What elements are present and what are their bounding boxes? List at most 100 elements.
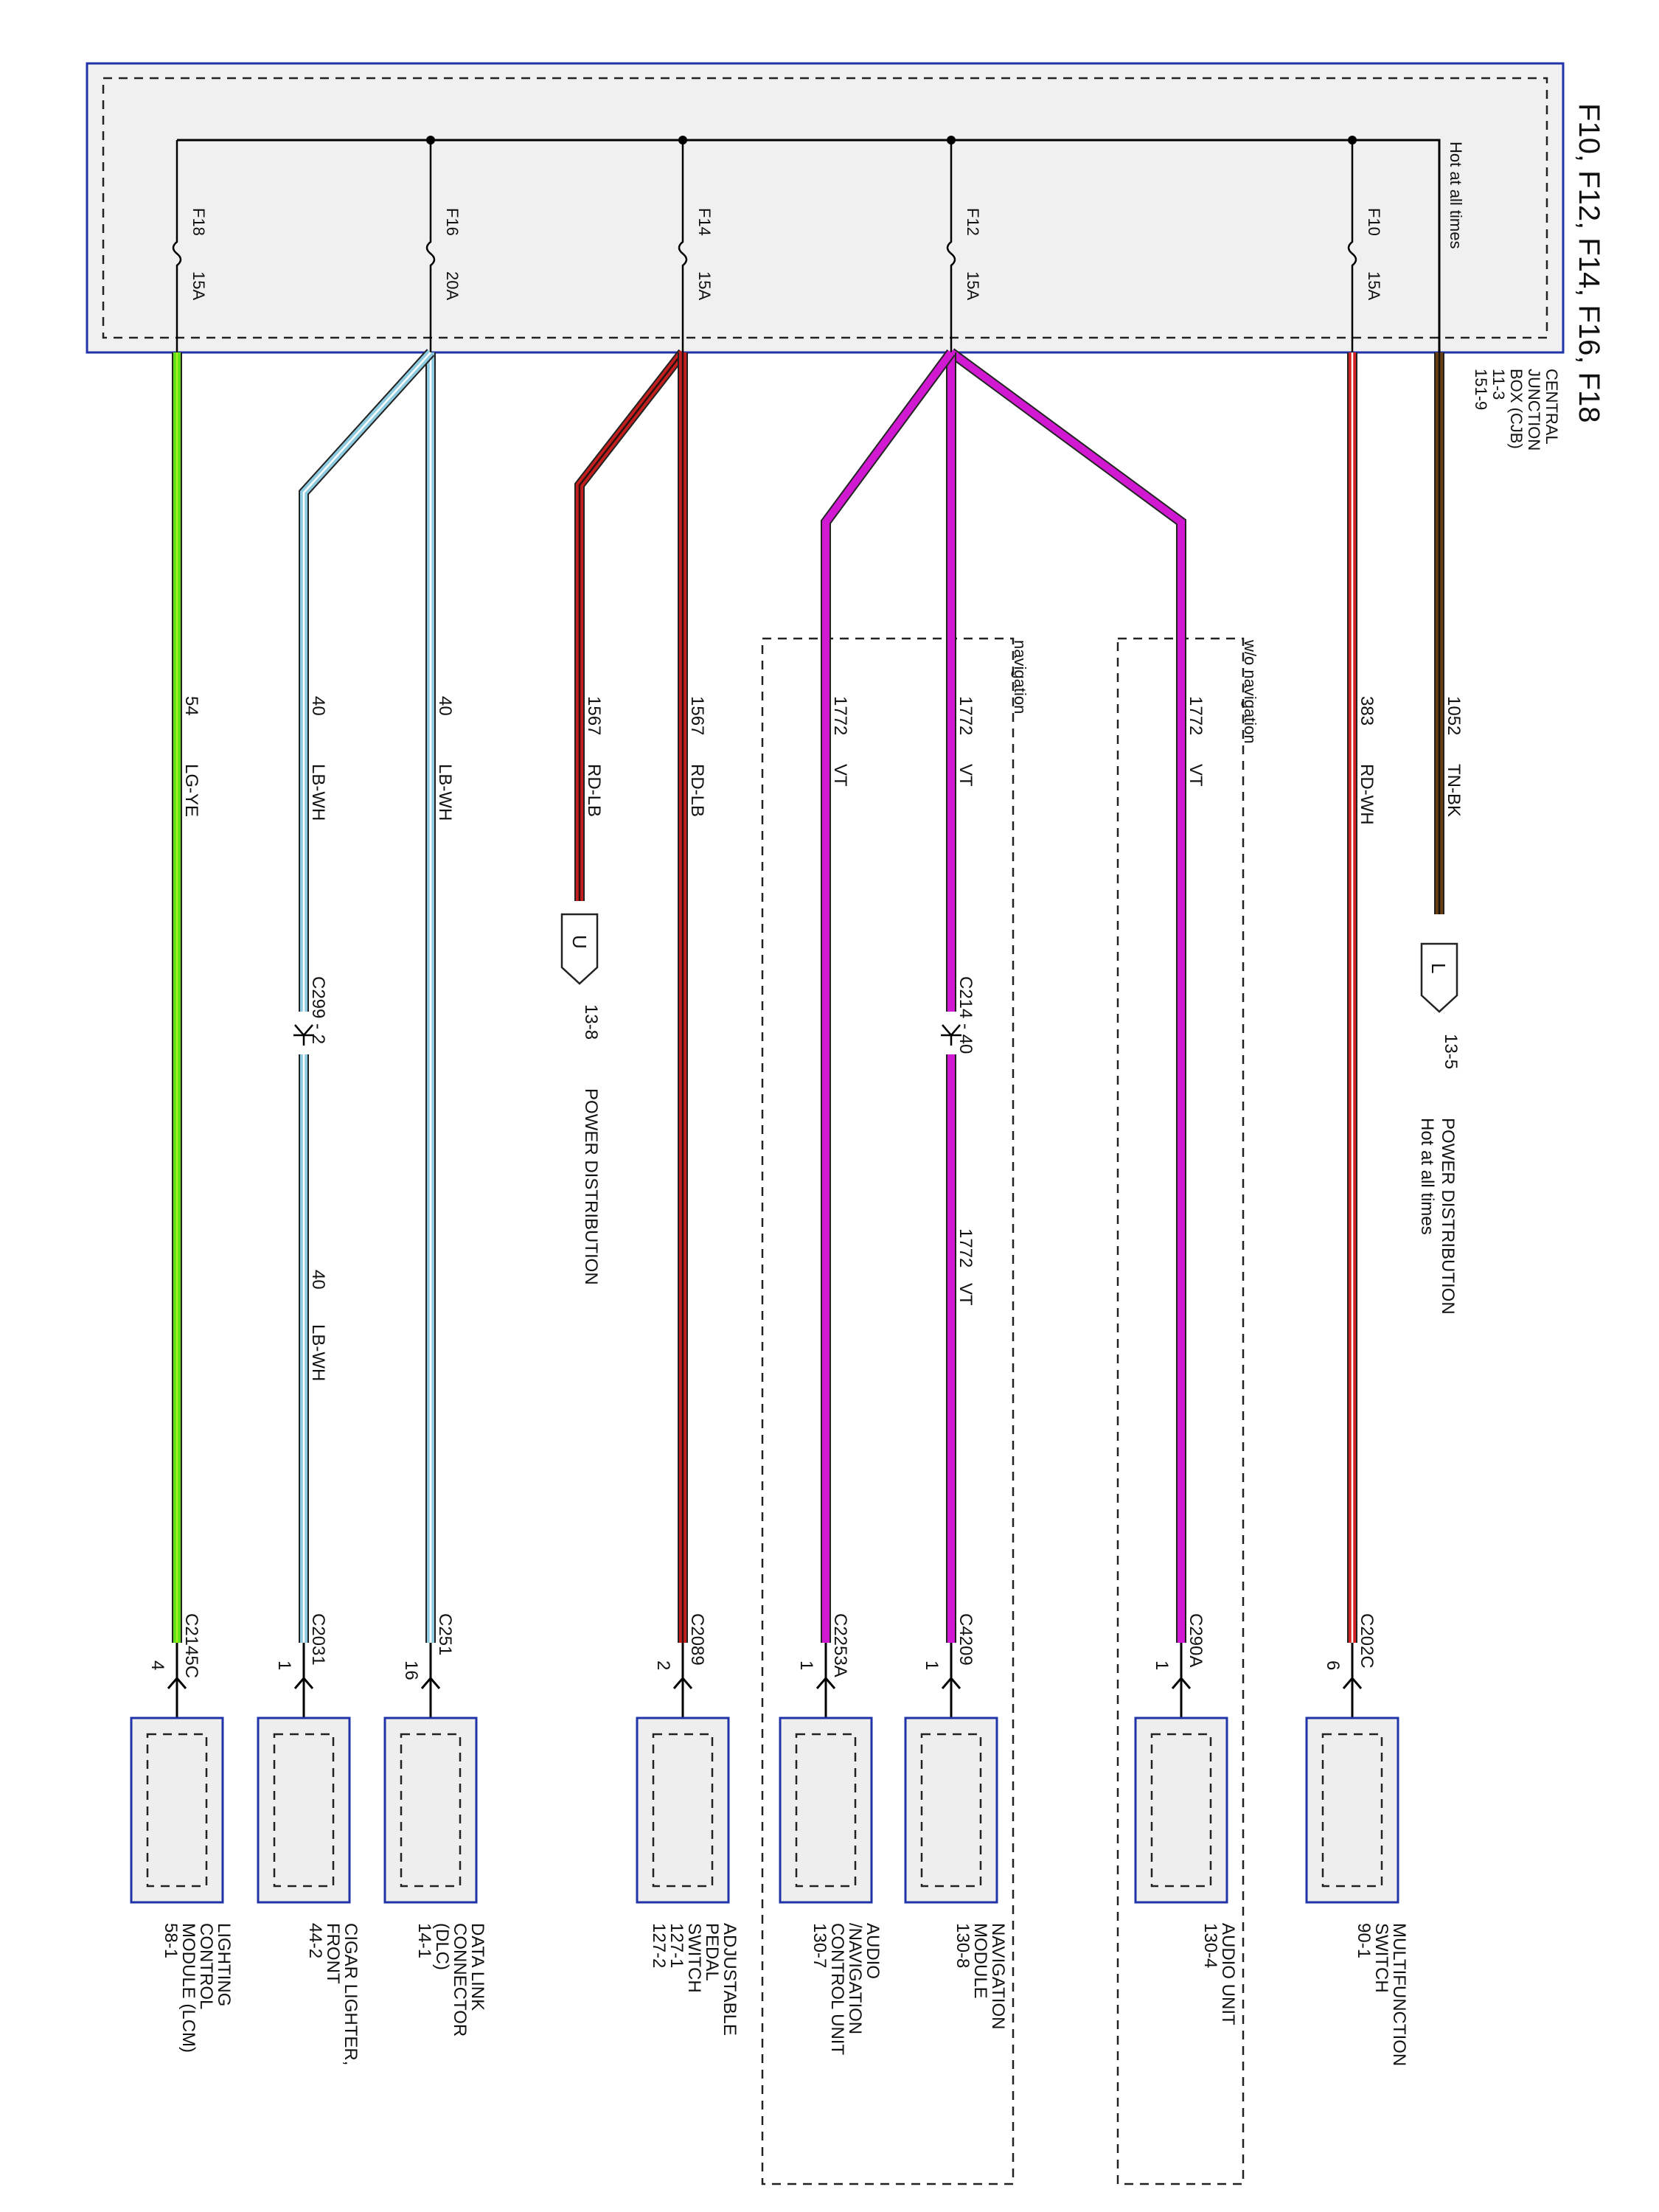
svg-text:LG-YE: LG-YE [181, 764, 201, 817]
svg-text:LB-WH: LB-WH [308, 1324, 328, 1381]
svg-text:LB-WH: LB-WH [435, 764, 455, 821]
component-name: AUDIO UNIT130-4 [1200, 1923, 1238, 2025]
svg-text:POWER DISTRIBUTION: POWER DISTRIBUTION [1438, 1118, 1458, 1315]
svg-text:1772: 1772 [956, 1228, 975, 1267]
connector-label: C2089 [687, 1613, 707, 1666]
wire-label: 383 RD-WH [1357, 696, 1377, 825]
component-inner [652, 1733, 714, 1888]
fuse-id: F14 [695, 208, 714, 236]
svg-text:1772: 1772 [956, 696, 975, 735]
component-inner [273, 1733, 335, 1888]
wire-label: 1052 TN-BK [1444, 696, 1464, 817]
fuse-rating: 15A [189, 271, 208, 300]
component-box [130, 1717, 224, 1904]
svg-text:VT: VT [956, 1283, 975, 1306]
navigation-label: navigation [1011, 640, 1029, 714]
svg-text:VT: VT [956, 764, 975, 787]
component-name: NAVIGATIONMODULE130-8 [953, 1923, 1008, 2029]
svg-text:1567: 1567 [584, 696, 604, 735]
fuse-rating: 20A [443, 271, 462, 300]
svg-text:13-8: 13-8 [581, 1004, 601, 1040]
svg-text:RD-LB: RD-LB [584, 764, 604, 817]
without-navigation-label: w/o navigation [1241, 639, 1259, 744]
pin-number: 1 [1152, 1660, 1172, 1670]
connector-label: C202C [1357, 1613, 1377, 1669]
component-box [257, 1717, 351, 1904]
svg-text:RD-WH: RD-WH [1357, 764, 1377, 825]
fuse-rating: 15A [1365, 271, 1383, 300]
component-name: DATA LINKCONNECTOR(DLC)14-1 [414, 1923, 487, 2037]
inline-connector-c214: C214 - 40 [941, 976, 975, 1054]
wire-1772-audio-unit [947, 348, 1186, 1643]
wire-label: 54 LG-YE [181, 696, 201, 817]
component-box [1305, 1717, 1399, 1904]
pin-number: 2 [653, 1660, 673, 1670]
page-ref-l: L 13-5 POWER DISTRIBUTION Hot at all tim… [1417, 942, 1461, 1315]
wire-label: 40 LB-WH [308, 1270, 328, 1381]
component-inner [146, 1733, 208, 1888]
connector-label: C2031 [308, 1613, 328, 1666]
component-inner [920, 1733, 982, 1888]
svg-text:1052: 1052 [1444, 696, 1464, 735]
wire-label: 40 LB-WH [308, 696, 328, 821]
svg-text:1772: 1772 [1186, 696, 1206, 735]
svg-text:54: 54 [181, 696, 201, 716]
svg-text:383: 383 [1357, 696, 1377, 726]
fuse-id: F12 [964, 208, 982, 236]
inline-connector-c299: C299 - 2 [293, 976, 328, 1046]
fuse-f16: F16 20A [425, 136, 462, 352]
fuse-rating: 15A [964, 271, 982, 300]
connector-label: C290A [1186, 1613, 1206, 1667]
wire-1567-ref-u [574, 349, 687, 901]
wire-label: 1772 VT [956, 696, 975, 787]
svg-text:TN-BK: TN-BK [1444, 764, 1464, 817]
wire-label: 40 LB-WH [435, 696, 455, 821]
wire-label: 1772 VT [1186, 696, 1206, 787]
svg-text:VT: VT [830, 764, 850, 787]
svg-text:L: L [1427, 963, 1450, 973]
pin-number: 16 [401, 1660, 421, 1680]
cjb-name: CENTRAL JUNCTION BOX (CJB) 11-3 151-9 [1472, 369, 1561, 455]
connector-label: C2145C [181, 1613, 201, 1678]
fuse-id: F18 [189, 208, 208, 236]
component-name: CIGAR LIGHTER,FRONT44-2 [305, 1923, 361, 2065]
pin-number: 6 [1323, 1660, 1343, 1670]
svg-text:LB-WH: LB-WH [308, 764, 328, 821]
svg-text:40: 40 [308, 696, 328, 716]
svg-text:VT: VT [1186, 764, 1206, 787]
pin-number: 1 [796, 1660, 816, 1670]
fuse-f12: F12 15A [946, 136, 982, 352]
connector-label: C251 [435, 1613, 455, 1655]
wire-40-cigar-lighter [299, 349, 435, 1643]
hot-at-all-times-label: Hot at all times [1447, 142, 1465, 249]
wire-label: 1567 RD-LB [584, 696, 604, 817]
component-inner [1150, 1733, 1212, 1888]
component-box [779, 1717, 873, 1904]
pin-number: 4 [147, 1660, 167, 1670]
svg-text:RD-LB: RD-LB [687, 764, 707, 817]
connector-label: C2253A [830, 1613, 850, 1677]
component-name: LIGHTINGCONTROLMODULE (LCM)58-1 [161, 1923, 234, 2053]
wire-label: 1567 RD-LB [687, 696, 707, 817]
svg-text:1567: 1567 [687, 696, 707, 735]
svg-text:C214 - 40: C214 - 40 [956, 976, 975, 1054]
component-inner [400, 1733, 462, 1888]
component-box [383, 1717, 478, 1904]
svg-text:40: 40 [308, 1270, 328, 1290]
navigation-group [761, 637, 1015, 2185]
component-inner [1321, 1733, 1383, 1888]
central-junction-box: Hot at all times [86, 62, 1565, 354]
svg-text:Hot at all times: Hot at all times [1417, 1118, 1437, 1235]
svg-text:40: 40 [435, 696, 455, 716]
component-inner [795, 1733, 857, 1888]
wires [172, 348, 1444, 1643]
svg-text:13-5: 13-5 [1441, 1034, 1461, 1069]
